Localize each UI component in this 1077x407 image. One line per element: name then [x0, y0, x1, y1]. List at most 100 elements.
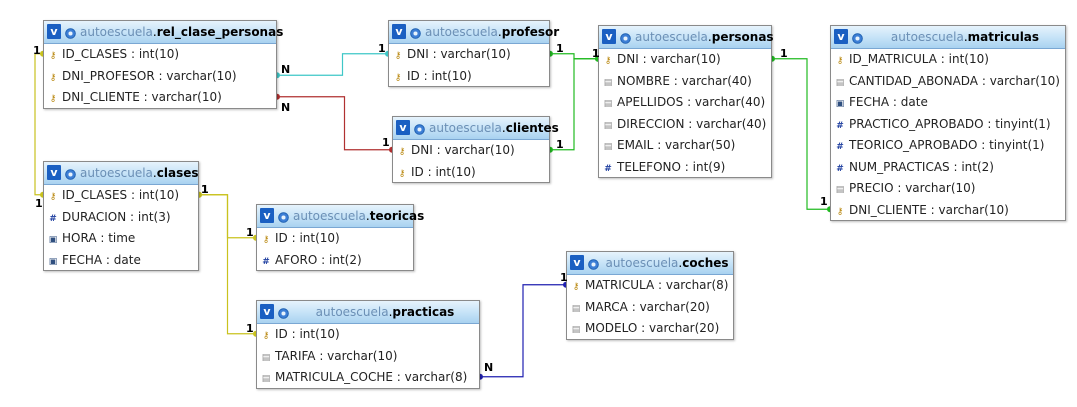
column-type: int(10): [299, 231, 340, 245]
column-type: varchar(10): [650, 52, 721, 66]
column-row[interactable]: ⚷MATRICULA : varchar(8): [567, 275, 733, 297]
column-row[interactable]: ▣HORA : time: [44, 228, 198, 250]
table-name: personas: [711, 30, 774, 44]
column-row[interactable]: ⚷DNI : varchar(10): [393, 140, 549, 162]
column-row[interactable]: ⚷ID : int(10): [393, 162, 549, 184]
column-row[interactable]: ⚷ID_MATRICULA : int(10): [831, 49, 1065, 71]
column-row[interactable]: ⚷DNI_CLIENTE : varchar(10): [44, 87, 276, 109]
number-icon: #: [836, 163, 844, 174]
key-icon: ⚷: [604, 56, 612, 66]
toggle-view-icon[interactable]: v: [260, 208, 274, 223]
column-row[interactable]: ⚷ID : int(10): [257, 324, 479, 346]
gear-icon[interactable]: [619, 30, 632, 44]
column-row[interactable]: ▤TARIFA : varchar(10): [257, 346, 479, 368]
key-icon: ⚷: [398, 168, 406, 179]
column-name: DNI_CLIENTE: [849, 202, 927, 217]
column-name: HORA: [62, 231, 97, 245]
number-icon: #: [49, 213, 57, 224]
column-row[interactable]: ▤MARCA : varchar(20): [567, 297, 733, 319]
column-row[interactable]: ⚷ID : int(10): [389, 66, 549, 88]
key-icon: ⚷: [572, 282, 580, 292]
column-row[interactable]: ▣FECHA : date: [831, 92, 1065, 114]
column-row[interactable]: ⚷DNI : varchar(10): [389, 44, 549, 66]
column-name: ID: [407, 68, 420, 83]
relation-line: [550, 58, 598, 151]
key-icon: ⚷: [49, 72, 57, 83]
column-row[interactable]: ▣FECHA : date: [44, 250, 198, 272]
key-icon: ⚷: [836, 56, 844, 66]
column-row[interactable]: ▤MODELO : varchar(20): [567, 318, 733, 340]
relation-line: [277, 53, 388, 76]
toggle-view-icon[interactable]: v: [396, 120, 410, 135]
gear-icon[interactable]: [277, 305, 290, 319]
cardinality-label: 1: [592, 46, 600, 60]
gear-icon[interactable]: [587, 256, 600, 270]
database-name: autoescuela: [890, 30, 964, 44]
column-row[interactable]: ⚷DNI_CLIENTE : varchar(10): [831, 200, 1065, 222]
column-row[interactable]: ⚷ID_CLASES : int(10): [44, 185, 198, 207]
gear-icon[interactable]: [851, 30, 864, 44]
column-row[interactable]: ▤MATRICULA_COCHE : varchar(8): [257, 367, 479, 389]
database-name: autoescuela: [635, 30, 708, 44]
toggle-view-icon[interactable]: v: [392, 24, 406, 39]
column-name: MATRICULA: [585, 278, 655, 292]
toggle-view-icon[interactable]: v: [260, 304, 274, 319]
column-name: DURACION: [62, 209, 127, 224]
column-row[interactable]: ⚷ID : int(10): [257, 228, 413, 250]
column-row[interactable]: ⚷DNI_PROFESOR : varchar(10): [44, 66, 276, 88]
gear-icon[interactable]: [413, 121, 426, 135]
gear-icon[interactable]: [277, 209, 290, 223]
column-row[interactable]: ▤NOMBRE : varchar(40): [599, 71, 771, 93]
column-row[interactable]: #NUM_PRACTICAS : int(2): [831, 157, 1065, 179]
column-row[interactable]: ▤PRECIO : varchar(10): [831, 178, 1065, 200]
database-name: autoescuela: [429, 121, 502, 135]
column-row[interactable]: ▤DIRECCION : varchar(40): [599, 114, 771, 136]
column-row[interactable]: ▤APELLIDOS : varchar(40): [599, 92, 771, 114]
gear-icon[interactable]: [64, 166, 77, 180]
column-name: AFORO: [275, 252, 318, 267]
gear-icon[interactable]: [64, 25, 77, 39]
column-name: DNI_PROFESOR: [62, 68, 155, 83]
toggle-view-icon[interactable]: v: [47, 24, 61, 39]
toggle-view-icon[interactable]: v: [570, 255, 584, 270]
column-row[interactable]: #DURACION : int(3): [44, 207, 198, 229]
toggle-view-icon[interactable]: v: [602, 29, 616, 44]
number-icon: #: [262, 256, 270, 267]
column-row[interactable]: ▤CANTIDAD_ABONADA : varchar(10): [831, 71, 1065, 93]
column-row[interactable]: #AFORO : int(2): [257, 250, 413, 272]
cardinality-label: N: [484, 360, 494, 374]
column-row[interactable]: ⚷ID_CLASES : int(10): [44, 44, 276, 66]
database-name: autoescuela: [80, 166, 153, 180]
column-row[interactable]: #TEORICO_APROBADO : tinyint(1): [831, 135, 1065, 157]
toggle-view-icon[interactable]: v: [834, 29, 848, 44]
column-row[interactable]: #TELEFONO : int(9): [599, 157, 771, 179]
column-name: TARIFA: [275, 348, 316, 363]
toggle-view-icon[interactable]: v: [47, 165, 61, 180]
column-name: ID_CLASES: [62, 188, 128, 202]
key-icon: ⚷: [394, 72, 402, 83]
column-row[interactable]: #PRACTICO_APROBADO : tinyint(1): [831, 114, 1065, 136]
column-row[interactable]: ▤EMAIL : varchar(50): [599, 135, 771, 157]
column-row[interactable]: ⚷DNI : varchar(10): [599, 49, 771, 71]
column-name: DNI: [407, 47, 429, 61]
column-name: MARCA: [585, 299, 628, 314]
gear-icon[interactable]: [409, 25, 422, 39]
